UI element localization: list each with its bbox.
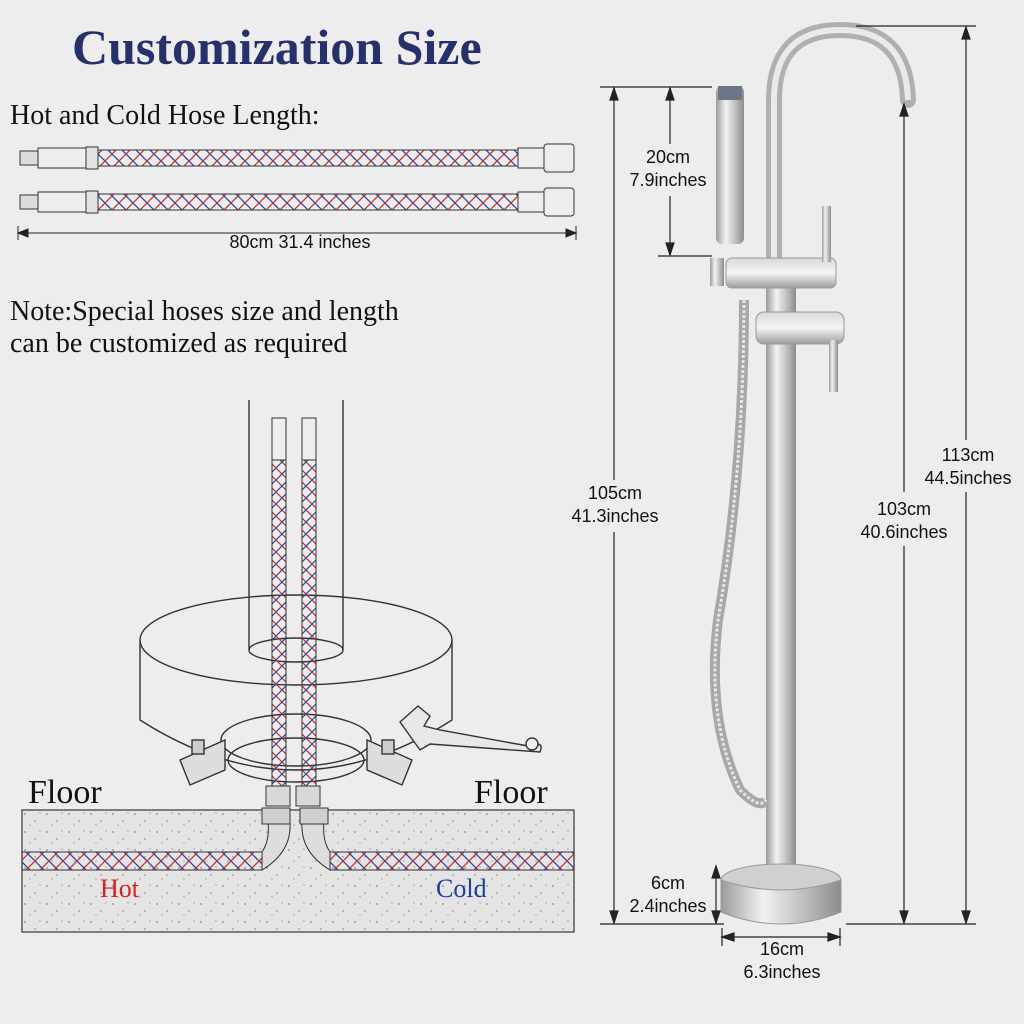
dim-total-height: 113cm 44.5inches [912,444,1024,490]
hose-fitting-top-cold [301,417,317,461]
floor-connector-hot [261,807,291,825]
hand-shower-head [718,86,742,100]
hose-2 [19,187,575,217]
dimension-lines [600,25,976,946]
dim-base-diameter-in: 6.3inches [743,962,821,982]
hot-label: Hot [100,874,139,903]
faucet-spout-highlight [771,26,911,272]
dim-base-diameter-cm: 16cm [759,939,804,959]
dim-total-height-cm: 113cm [941,445,995,465]
faucet-column [766,258,796,870]
faucet-spout [766,21,916,280]
mixing-lever [829,340,838,392]
page-title: Customization Size [72,19,482,75]
dim-base-height-cm: 6cm [650,873,685,893]
base-body [720,879,842,925]
hose-1 [19,143,575,173]
mixing-valve [755,311,845,345]
dim-base-height-in: 2.4inches [629,896,707,916]
floor-label-left: Floor [28,774,102,811]
hose-length-heading: Hot and Cold Hose Length: [10,100,320,131]
hose-fitting-top-hot [271,417,287,461]
hose-nut-hot [265,785,291,807]
dim-column-height-in: 40.6inches [860,522,948,542]
vertical-hose-hot [271,459,287,791]
shower-hose [709,299,771,809]
floor-pipe-hot [21,851,263,871]
dim-handshower-in: 7.9inches [629,170,707,190]
dim-column-height-cm: 103cm [876,499,932,519]
hose-nut-cold [295,785,321,807]
floor-texture [22,810,574,932]
diverter-lever [822,206,831,262]
dim-handshower: 20cm 7.9inches [618,146,718,192]
dim-outlet-height: 105cm 41.3inches [560,482,670,528]
dim-column-height: 103cm 40.6inches [848,498,960,544]
hand-shower [716,86,744,244]
hose-length-dimension: 80cm 31.4 inches [229,232,371,252]
dim-outlet-height-cm: 105cm [587,483,643,503]
cold-label: Cold [436,874,487,903]
floor-pipe-cold [329,851,575,871]
installation-drawing [139,400,453,786]
faucet [709,21,916,925]
dim-total-height-in: 44.5inches [924,468,1012,488]
dim-base-diameter: 16cm 6.3inches [730,938,834,984]
dim-handshower-cm: 20cm [645,147,690,167]
customization-note: Note:Special hoses size and length can b… [10,296,399,360]
dim-outlet-height-in: 41.3inches [571,506,659,526]
shower-hose-highlight [713,299,768,805]
dim-base-height: 6cm 2.4inches [618,872,718,918]
hand-shower-holder [710,258,724,286]
floor-connector-cold [299,807,329,825]
note-line-1: Note:Special hoses size and length [10,296,399,327]
wrench-icon [399,705,542,753]
floor-label-right: Floor [474,774,548,811]
note-line-2: can be customized as required [10,328,348,359]
diverter-block [725,257,837,289]
vertical-hose-cold [301,459,317,791]
hose-dimension-line [16,226,578,240]
